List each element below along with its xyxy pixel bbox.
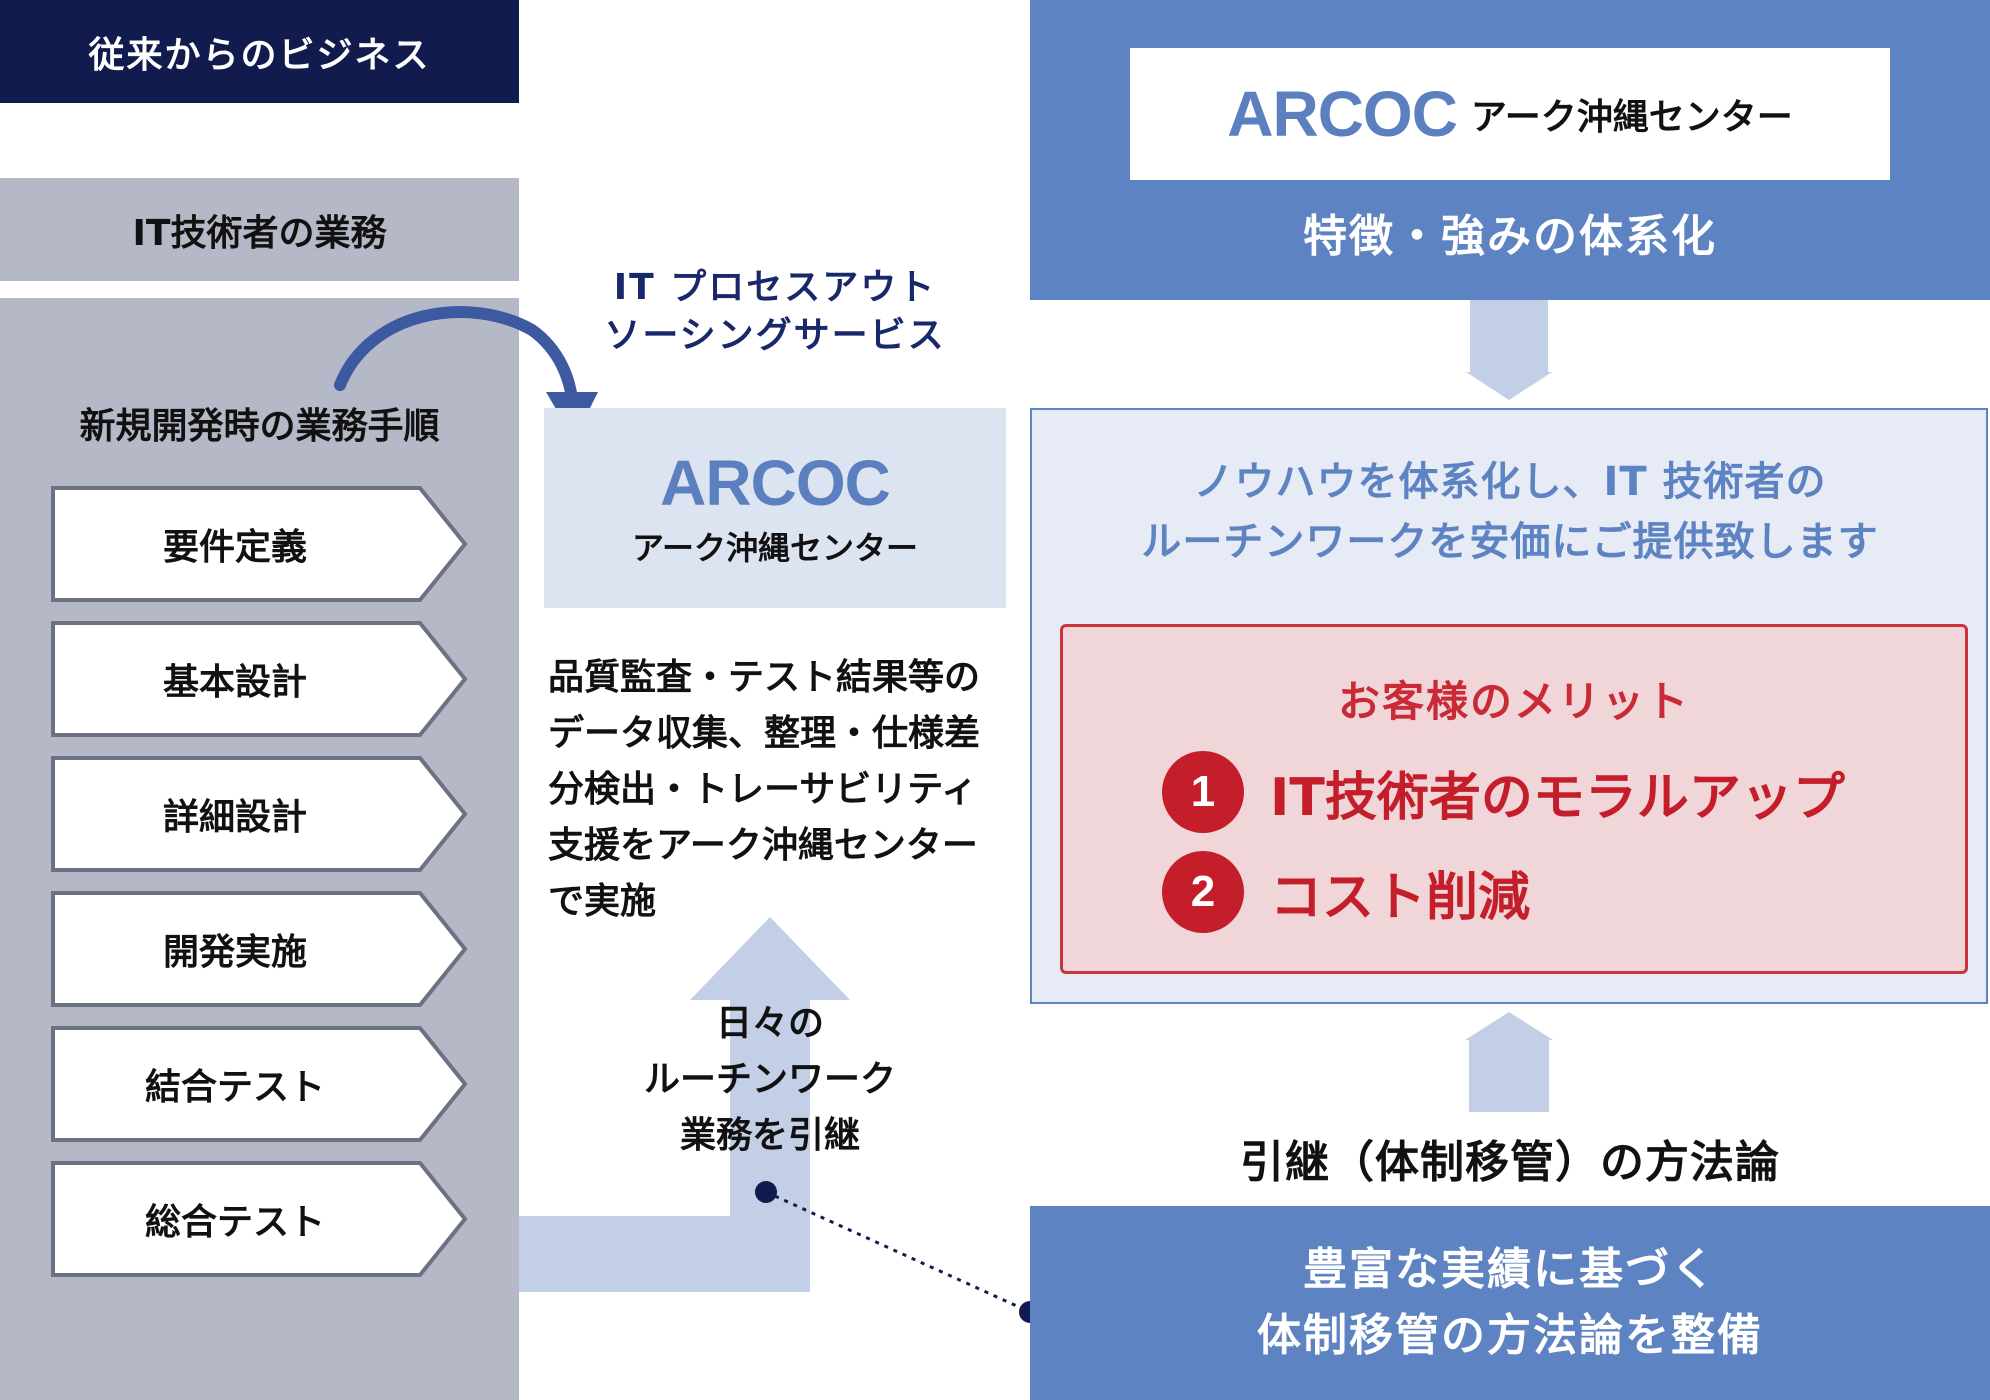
methodology-text: 豊富な実績に基づく 体制移管の方法論を整備 — [1257, 1237, 1763, 1369]
description-line: 支援をアーク沖縄センター — [548, 825, 978, 866]
step-development: 開発実施 — [50, 890, 470, 1008]
step-arrow-shape — [51, 756, 468, 872]
step-label: 結合テスト — [144, 1067, 325, 1108]
features-title: 特徴・強みの体系化 — [1303, 211, 1717, 262]
dotted-connector — [765, 1190, 1031, 1314]
arcoc-subtitle: アーク沖縄センター — [631, 529, 919, 567]
step-system-test: 総合テスト — [50, 1160, 470, 1278]
arcoc-center-box: ARCOC アーク沖縄センター — [544, 408, 1006, 608]
step-basic-design: 基本設計 — [50, 620, 470, 738]
methodology-box: 豊富な実績に基づく 体制移管の方法論を整備 — [1030, 1206, 1990, 1400]
arcoc-logo: ARCOC — [660, 447, 891, 519]
step-detailed-design: 詳細設計 — [50, 755, 470, 873]
step-arrow-shape — [51, 621, 468, 737]
curved-arrow-icon — [334, 306, 578, 406]
handover-label: 日々の ルーチンワーク 業務を引継 — [600, 996, 940, 1164]
description-line: で実施 — [548, 881, 657, 922]
step-requirements: 要件定義 — [50, 485, 470, 603]
methodology-line: 豊富な実績に基づく — [1303, 1244, 1717, 1295]
merits-title: お客様のメリット — [1337, 676, 1690, 726]
handover-line: 日々の — [715, 1003, 824, 1044]
step-label: 開発実施 — [162, 932, 307, 973]
arcoc-header-box: ARCOC アーク沖縄センター — [1130, 48, 1890, 180]
value-line: ノウハウを体系化し、IT 技術者の — [1193, 459, 1827, 505]
step-arrow-shape — [51, 1026, 468, 1142]
step-label: 詳細設計 — [162, 797, 307, 838]
merit-number-badge: 1 — [1162, 751, 1244, 833]
step-arrow-shape — [51, 1161, 468, 1277]
step-label: 要件定義 — [162, 527, 307, 568]
arcoc-subtitle: アーク沖縄センター — [1470, 97, 1793, 138]
it-duties-header: IT技術者の業務 — [0, 178, 519, 281]
merit-text: コスト削減 — [1270, 867, 1531, 928]
description-line: 品質監査・テスト結果等の — [548, 657, 981, 698]
arcoc-logo: ARCOC — [1227, 78, 1458, 150]
merit-text: IT技術者のモラルアップ — [1270, 767, 1845, 828]
methodology-line: 体制移管の方法論を整備 — [1257, 1310, 1763, 1361]
methodology-label: 引継（体制移管）の方法論 — [1240, 1137, 1780, 1188]
step-arrow-shape — [51, 891, 468, 1007]
description-line: 分検出・トレーサビリティ — [548, 769, 978, 810]
merit-item: 1 IT技術者のモラルアップ — [1162, 750, 1845, 834]
value-proposition-text: ノウハウを体系化し、IT 技術者の ルーチンワークを安価にご提供致します — [1030, 452, 1990, 572]
step-integration-test: 結合テスト — [50, 1025, 470, 1143]
value-line: ルーチンワークを安価にご提供致します — [1141, 519, 1879, 565]
description-line: データ収集、整理・仕様差 — [548, 713, 981, 754]
step-label: 基本設計 — [162, 662, 307, 703]
step-arrow-shape — [51, 486, 468, 602]
service-description: 品質監査・テスト結果等の データ収集、整理・仕様差 分検出・トレーサビリティ 支… — [548, 650, 1018, 930]
handover-line: 業務を引継 — [679, 1115, 860, 1156]
handover-line: ルーチンワーク — [643, 1059, 896, 1100]
legacy-business-header: 従来からのビジネス — [0, 0, 519, 103]
merit-item: 2 コスト削減 — [1162, 850, 1530, 934]
process-title: 新規開発時の業務手順 — [79, 406, 440, 447]
up-arrow-icon — [1465, 1012, 1553, 1112]
merit-number-badge: 2 — [1162, 851, 1244, 933]
service-label: IT プロセスアウト ソーシングサービス — [540, 262, 1010, 362]
service-label-line1: IT プロセスアウト — [613, 267, 937, 308]
service-label-line2: ソーシングサービス — [604, 315, 946, 356]
connector-dot-icon — [755, 1181, 777, 1203]
step-label: 総合テスト — [144, 1202, 325, 1243]
down-arrow-icon — [1466, 300, 1552, 400]
